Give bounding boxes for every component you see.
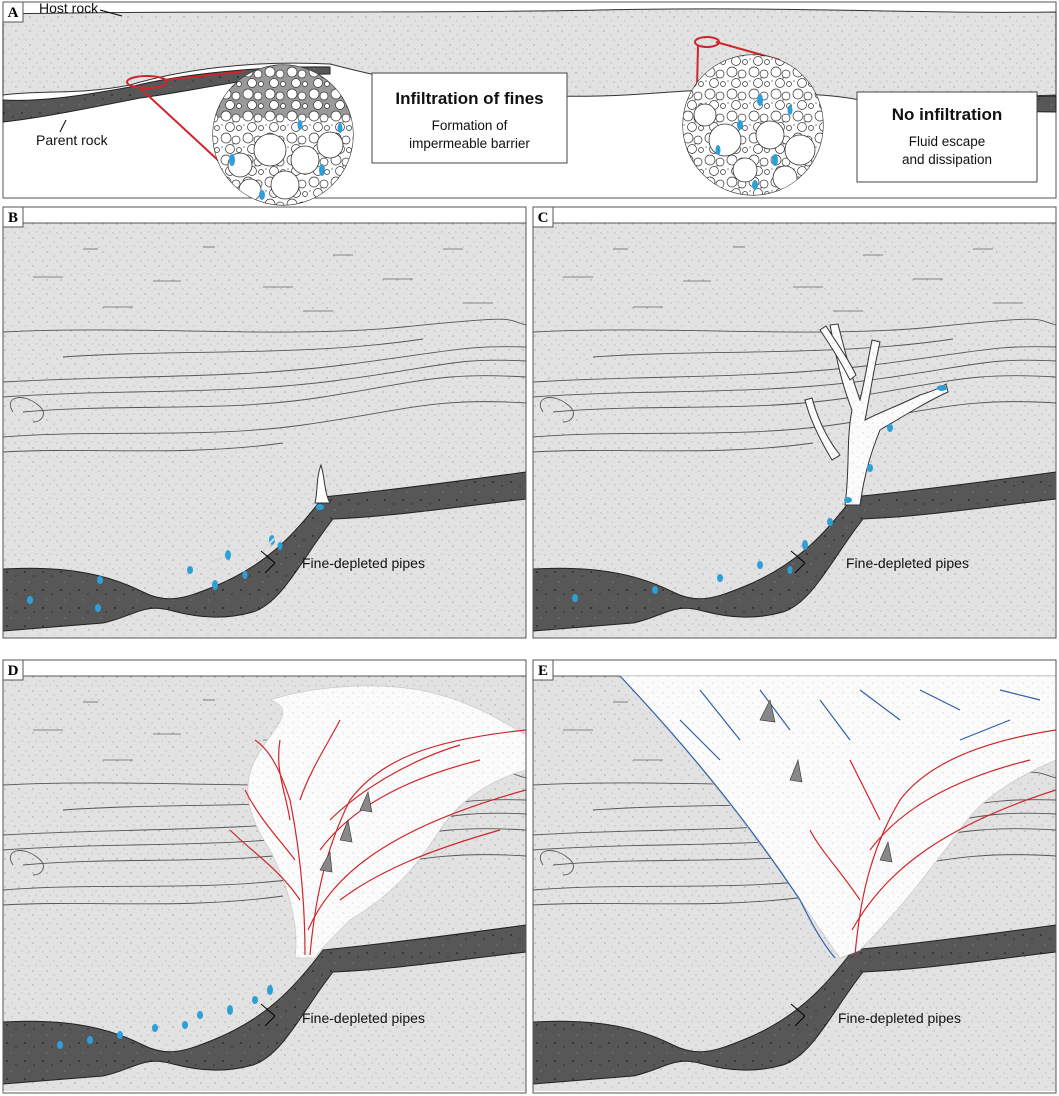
fine-depleted-pipes-label-b: Fine-depleted pipes [302,555,425,571]
panel-letter-c: C [538,210,549,226]
no-infiltration-box [856,91,1038,183]
fine-depleted-pipes-label-c: Fine-depleted pipes [846,555,969,571]
panel-d: Fine-depleted pipes D [2,659,527,1094]
red-veins-d [229,719,526,956]
fine-depleted-pipes-label-d: Fine-depleted pipes [302,1010,425,1026]
panel-letter-e: E [538,663,548,679]
pipe-tree [804,323,949,506]
blue-veins-e [619,675,1041,959]
fine-depleted-pipes-label-e: Fine-depleted pipes [838,1010,961,1026]
no-infiltration-line2: and dissipation [902,152,992,167]
parent-rock-layer [2,66,331,123]
infiltration-line1: Formation of [432,118,508,133]
parent-rock-label: Parent rock [36,132,109,148]
panel-a: Infiltration of fines Formation of imper… [2,0,1057,206]
infiltration-box [371,72,568,164]
infiltration-title: Infiltration of fines [395,89,543,108]
no-infiltration-line1: Fluid escape [909,134,986,149]
panel-letter-b: B [8,210,18,226]
panel-letter-a: A [8,5,19,21]
red-veins-e [809,729,1056,956]
panel-e: Fine-depleted pipes E [532,659,1057,1094]
panel-c: Fine-depleted pipes C [532,206,1057,639]
no-infiltration-title: No infiltration [892,105,1002,124]
grain-circle-no-infiltration [682,54,824,196]
infiltration-line2: impermeable barrier [409,136,530,151]
host-rock-label: Host rock [39,0,99,16]
panel-letter-d: D [8,663,19,679]
panel-b: Fine-depleted pipes B [2,206,527,639]
